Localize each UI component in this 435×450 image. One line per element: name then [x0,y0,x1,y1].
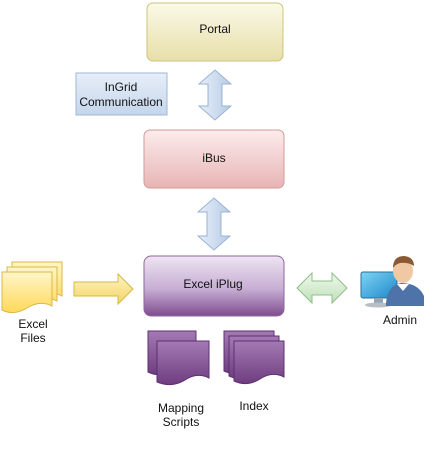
index-label: Index [239,399,268,413]
portal-label: Portal [199,22,230,36]
portal-ibus-arrow [197,69,233,121]
index-icon [223,330,285,385]
admin-label: Admin [383,313,417,327]
excel-iplug-node: Excel iPlug [143,255,285,317]
ingrid-label-line1: InGrid [105,80,138,94]
excel-files-label-line2: Files [20,331,45,345]
mapping-scripts-label-line1: Mapping [158,401,204,415]
ibus-node: iBus [143,129,285,189]
admin-icon [360,256,424,308]
excel-iplug-label: Excel iPlug [183,277,242,291]
admin-arrow [296,271,348,305]
ibus-label: iBus [202,151,225,165]
mapping-scripts-label-line2: Scripts [163,415,200,429]
ibus-iplug-arrow [196,197,232,251]
mapping-scripts-icon [147,330,210,386]
excel-files-arrow [73,272,134,306]
ingrid-label-line2: Communication [79,95,162,109]
excel-files-icon [1,261,63,314]
portal-node: Portal [146,2,284,62]
ingrid-communication-box: InGrid Communication [75,72,168,116]
excel-files-label-line1: Excel [18,317,47,331]
